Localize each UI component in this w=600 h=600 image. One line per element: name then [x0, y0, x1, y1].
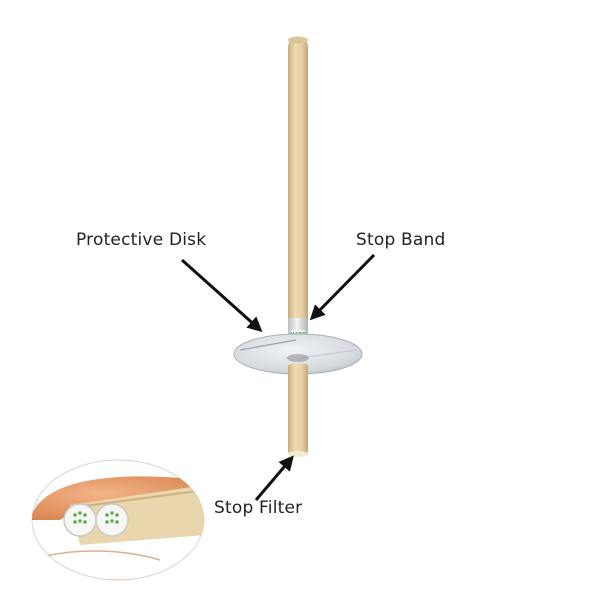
stop-filter-inset-photo	[31, 459, 205, 581]
stop-filter-label: Stop Filter	[214, 498, 303, 518]
arrow-icon	[180, 258, 263, 333]
arrow-icon	[309, 253, 376, 321]
candle-lower	[288, 364, 308, 454]
arrow-icon	[254, 455, 294, 501]
candle-top	[288, 36, 308, 44]
candle-bottom	[288, 451, 308, 457]
candle-upper	[288, 38, 308, 328]
stop-band-label: Stop Band	[356, 230, 446, 250]
protective-disk-label: Protective Disk	[76, 230, 207, 250]
